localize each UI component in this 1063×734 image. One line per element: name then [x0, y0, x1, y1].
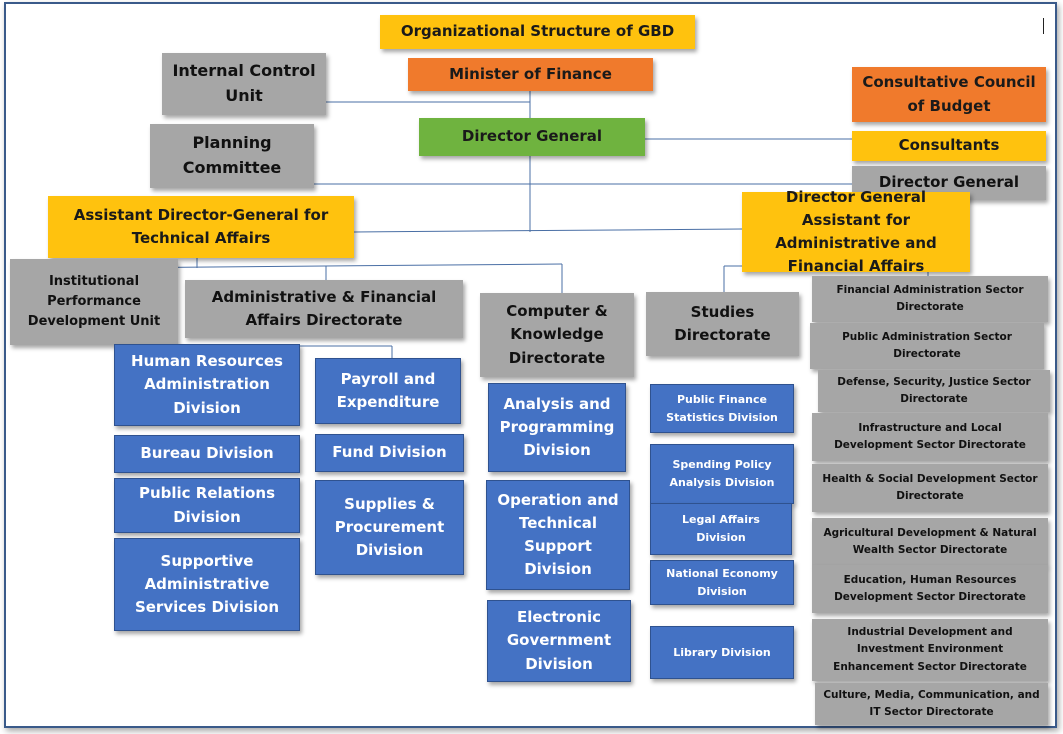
node-minister-of-finance: Minister of Finance	[408, 58, 653, 91]
node-fund-division: Fund Division	[315, 434, 464, 472]
node-assistant-dg-technical: Assistant Director-General for Technical…	[48, 196, 354, 258]
text-cursor	[1043, 18, 1044, 34]
node-sector-infrastructure: Infrastructure and Local Development Sec…	[812, 413, 1048, 461]
node-planning-committee: Planning Committee	[150, 124, 314, 188]
node-payroll-division: Payroll and Expenditure	[315, 358, 461, 424]
node-spending-policy-division: Spending Policy Analysis Division	[650, 444, 794, 504]
node-hr-division: Human Resources Administration Division	[114, 344, 300, 426]
node-consultants: Consultants	[852, 131, 1046, 161]
node-library-division: Library Division	[650, 626, 794, 679]
node-sector-health: Health & Social Development Sector Direc…	[812, 464, 1048, 512]
node-supplies-division: Supplies & Procurement Division	[315, 480, 464, 575]
node-legal-affairs-division: Legal Affairs Division	[650, 503, 792, 555]
diagram-title: Organizational Structure of GBD	[380, 15, 695, 49]
diagram-frame	[4, 2, 1057, 728]
node-admin-financial-directorate: Administrative & Financial Affairs Direc…	[185, 280, 463, 338]
node-sector-industrial: Industrial Development and Investment En…	[812, 619, 1048, 681]
node-sector-financial-admin: Financial Administration Sector Director…	[812, 276, 1048, 322]
node-dga-administrative: Director General Assistant for Administr…	[742, 188, 970, 275]
node-internal-control-unit: Internal Control Unit	[162, 53, 326, 115]
node-operation-division: Operation and Technical Support Division	[486, 480, 630, 590]
node-analysis-division: Analysis and Programming Division	[488, 383, 626, 472]
node-institutional-performance: Institutional Performance Development Un…	[10, 259, 178, 345]
node-supportive-admin-division: Supportive Administrative Services Divis…	[114, 538, 300, 631]
node-computer-knowledge-directorate: Computer & Knowledge Directorate	[480, 293, 634, 377]
node-sector-culture: Culture, Media, Communication, and IT Se…	[815, 683, 1048, 725]
node-bureau-division: Bureau Division	[114, 435, 300, 473]
node-sector-public-admin: Public Administration Sector Directorate	[810, 323, 1044, 369]
node-sector-education: Education, Human Resources Development S…	[812, 565, 1048, 613]
node-sector-agriculture: Agricultural Development & Natural Wealt…	[812, 518, 1048, 566]
node-director-general: Director General	[419, 118, 645, 156]
node-public-finance-statistics-division: Public Finance Statistics Division	[650, 384, 794, 433]
node-egov-division: Electronic Government Division	[487, 600, 631, 682]
node-studies-directorate: Studies Directorate	[646, 292, 799, 356]
node-public-relations-division: Public Relations Division	[114, 478, 300, 533]
node-national-economy-division: National Economy Division	[650, 560, 794, 605]
node-consultative-council: Consultative Council of Budget	[852, 67, 1046, 122]
node-sector-defense: Defense, Security, Justice Sector Direct…	[818, 370, 1050, 412]
